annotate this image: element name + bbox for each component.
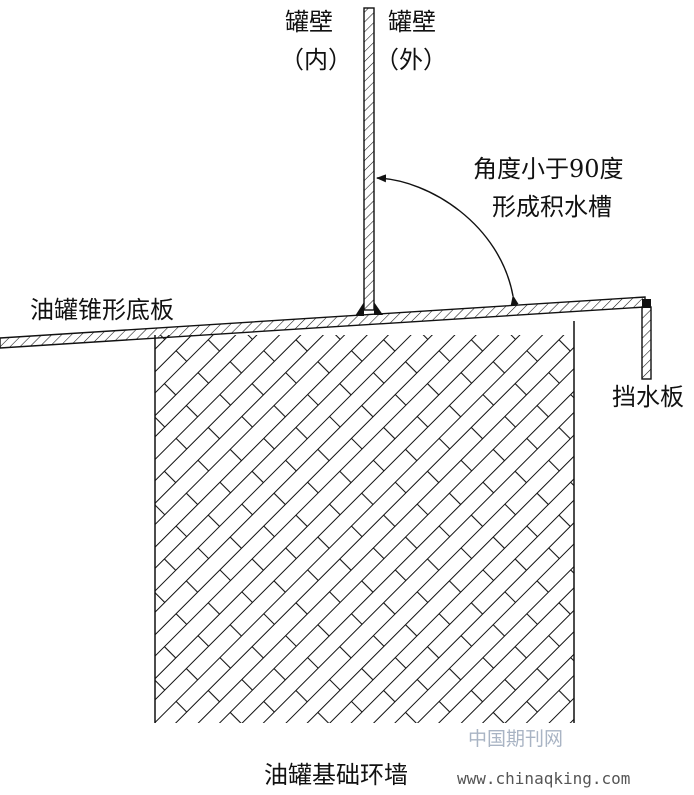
label-angle-2: 形成积水槽 (492, 193, 612, 221)
water-baffle-plate (641, 299, 652, 380)
label-wall-outer-2: （外） (375, 46, 447, 74)
label-wall-inner-1: 罐壁 (285, 8, 333, 36)
label-wall-outer-1: 罐壁 (388, 8, 436, 36)
foundation-ring-wall (154, 321, 575, 723)
label-bottom-plate: 油罐锥形底板 (30, 296, 174, 324)
angle-arc (376, 174, 519, 306)
label-angle-1: 角度小于90度 (473, 155, 624, 183)
watermark-cn: 中国期刊网 (468, 728, 563, 750)
label-wall-inner-2: （内） (280, 46, 352, 74)
label-water-baffle: 挡水板 (612, 383, 684, 411)
watermark-url: www.chinaqking.com (457, 769, 630, 788)
label-foundation: 油罐基础环墙 (264, 761, 408, 789)
tank-wall (363, 7, 375, 311)
